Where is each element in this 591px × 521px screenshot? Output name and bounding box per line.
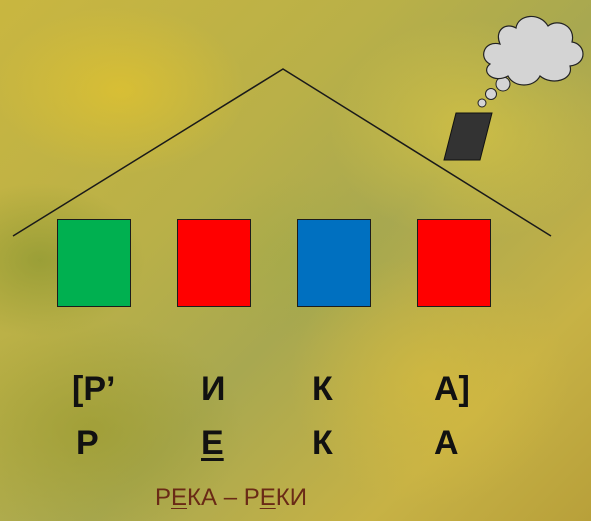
transcription-letter-4: А] (434, 370, 470, 408)
caption-part-1: Р (155, 484, 172, 511)
caption-part-3: КА – Р (187, 484, 260, 511)
spelling-letter-3: К (312, 424, 333, 462)
smoke-cloud (477, 15, 584, 108)
roof (12, 68, 552, 237)
sound-cell-1-soft-consonant (57, 219, 131, 307)
caption-underlined-vowel-2: Е (259, 484, 276, 511)
transcription-letter-2: И (201, 370, 226, 408)
spelling-letter-1: Р (76, 424, 99, 462)
sound-cell-2-vowel (177, 219, 251, 307)
sound-cell-3-hard-consonant (297, 219, 371, 307)
word-pair-caption: РЕКА – РЕКИ (155, 486, 307, 510)
spelling-letter-2-stressed: Е (201, 424, 224, 462)
caption-underlined-vowel-1: Е (171, 484, 188, 511)
spelling-letter-4: А (434, 424, 459, 462)
sound-cell-4-vowel (417, 219, 491, 307)
cloud (483, 15, 584, 86)
chimney (443, 112, 493, 161)
smoke-bubble-medium (485, 88, 497, 100)
transcription-letter-3: К (312, 370, 333, 408)
transcription-letter-1: [Р’ (72, 370, 116, 408)
smoke-bubble-small (477, 98, 487, 108)
caption-part-5: КИ (275, 484, 307, 511)
